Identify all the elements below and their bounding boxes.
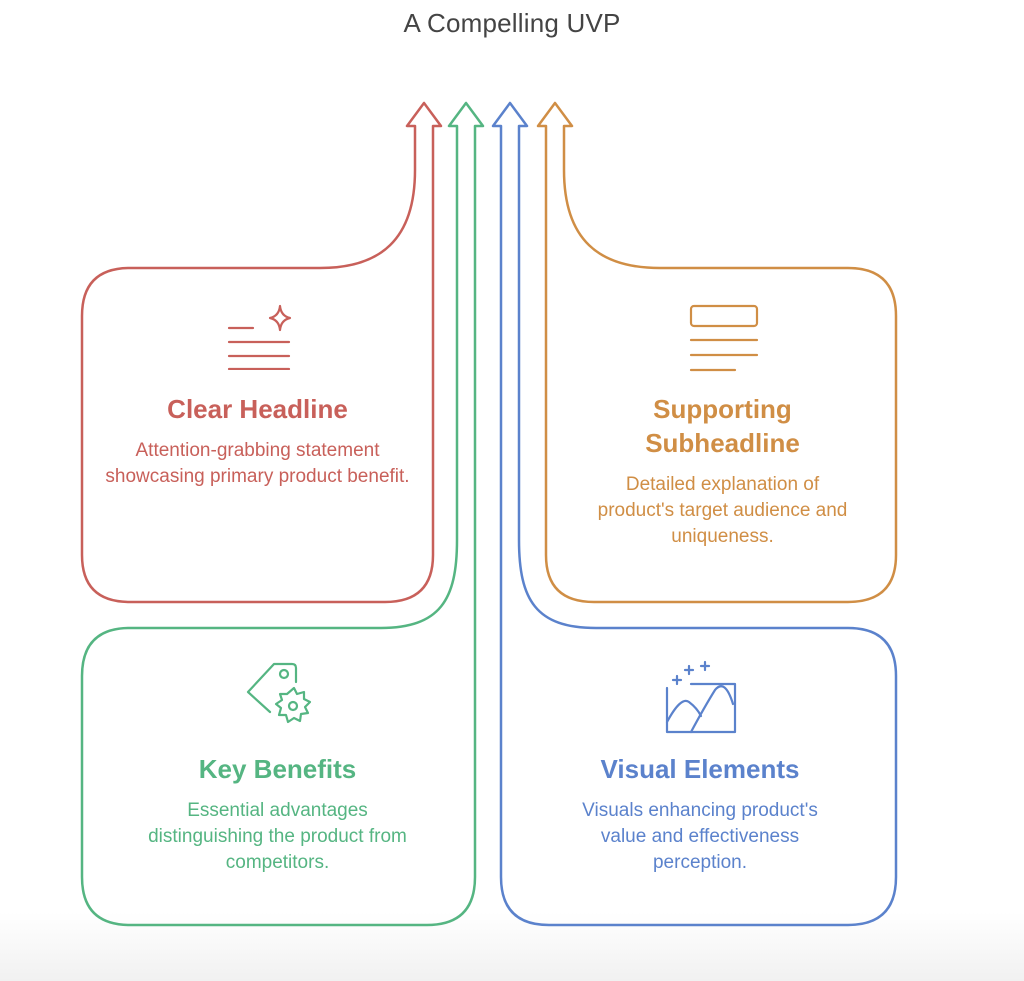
card-description: Essential advantages distinguishing the …: [148, 800, 407, 873]
card-heading: Supporting Subheadline: [565, 392, 880, 460]
visual-elements-arrow-box: [491, 101, 898, 927]
card-description: Detailed explanation of product's target…: [597, 474, 848, 547]
card-heading-line: Subheadline: [645, 428, 800, 458]
card-heading: Visual Elements: [600, 754, 800, 784]
diagram-title: A Compelling UVP: [403, 8, 621, 38]
key-benefits-arrow-box: [80, 101, 485, 927]
tag-gear-icon: [246, 662, 311, 724]
card-visual-elements: Visual Elements Visuals enhancing produc…: [520, 660, 880, 876]
card-heading-line: Supporting: [653, 394, 792, 424]
card-supporting-subheadline: Supporting Subheadline Detailed explanat…: [565, 300, 880, 550]
card-description: Visuals enhancing product's value and ef…: [582, 800, 818, 873]
supporting-subheadline-arrow-box: [536, 101, 898, 604]
text-block-icon: [689, 304, 758, 372]
headline-sparkle-icon: [227, 304, 291, 370]
clear-headline-arrow-box: [80, 101, 443, 604]
card-heading: Key Benefits: [198, 754, 357, 784]
card-key-benefits: Key Benefits Essential advantages distin…: [100, 660, 455, 876]
card-heading: Clear Headline: [167, 394, 348, 424]
image-sparkle-icon: [665, 660, 737, 734]
card-description: Attention-grabbing statement showcasing …: [105, 440, 410, 487]
card-clear-headline: Clear Headline Attention-grabbing statem…: [100, 300, 415, 490]
